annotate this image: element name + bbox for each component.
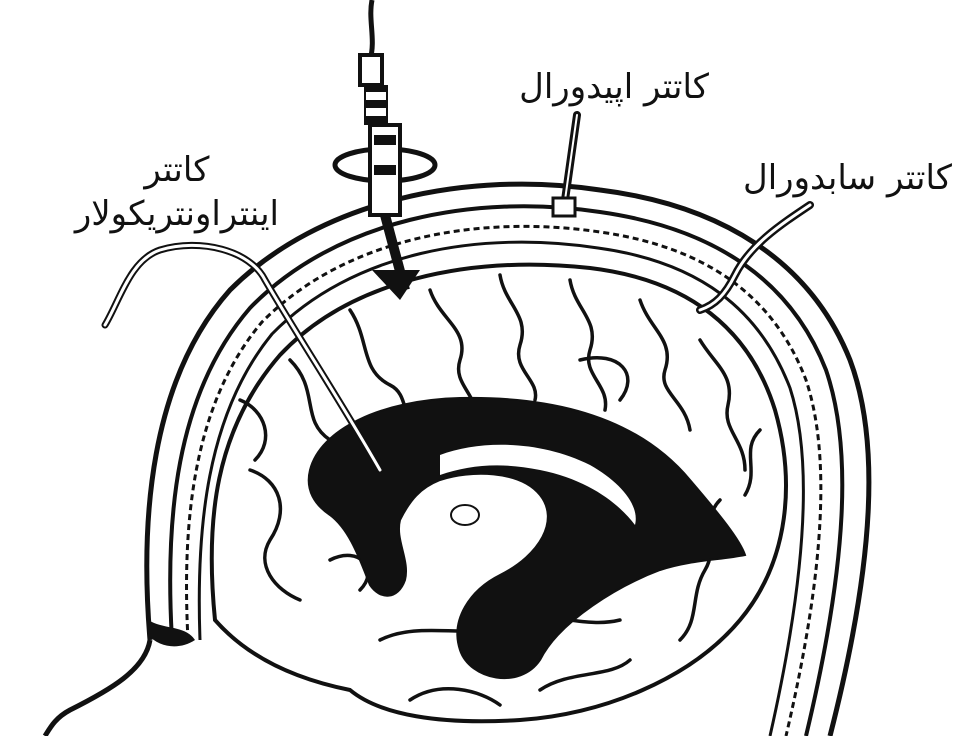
foramen xyxy=(451,505,479,525)
head-contour-lower xyxy=(45,640,150,736)
epidural-catheter-label: کاتتر اپیدورال xyxy=(515,67,713,107)
intraventricular-catheter-label: کاتتر اینتراونتریکولار xyxy=(71,148,283,236)
intraventricular-label-line1: کاتتر xyxy=(75,148,279,192)
epidural-catheter xyxy=(553,115,577,216)
intraventricular-label-line2: اینتراونتریکولار xyxy=(75,192,279,236)
subdural-catheter-label: کاتتر سابدورال xyxy=(739,158,956,198)
